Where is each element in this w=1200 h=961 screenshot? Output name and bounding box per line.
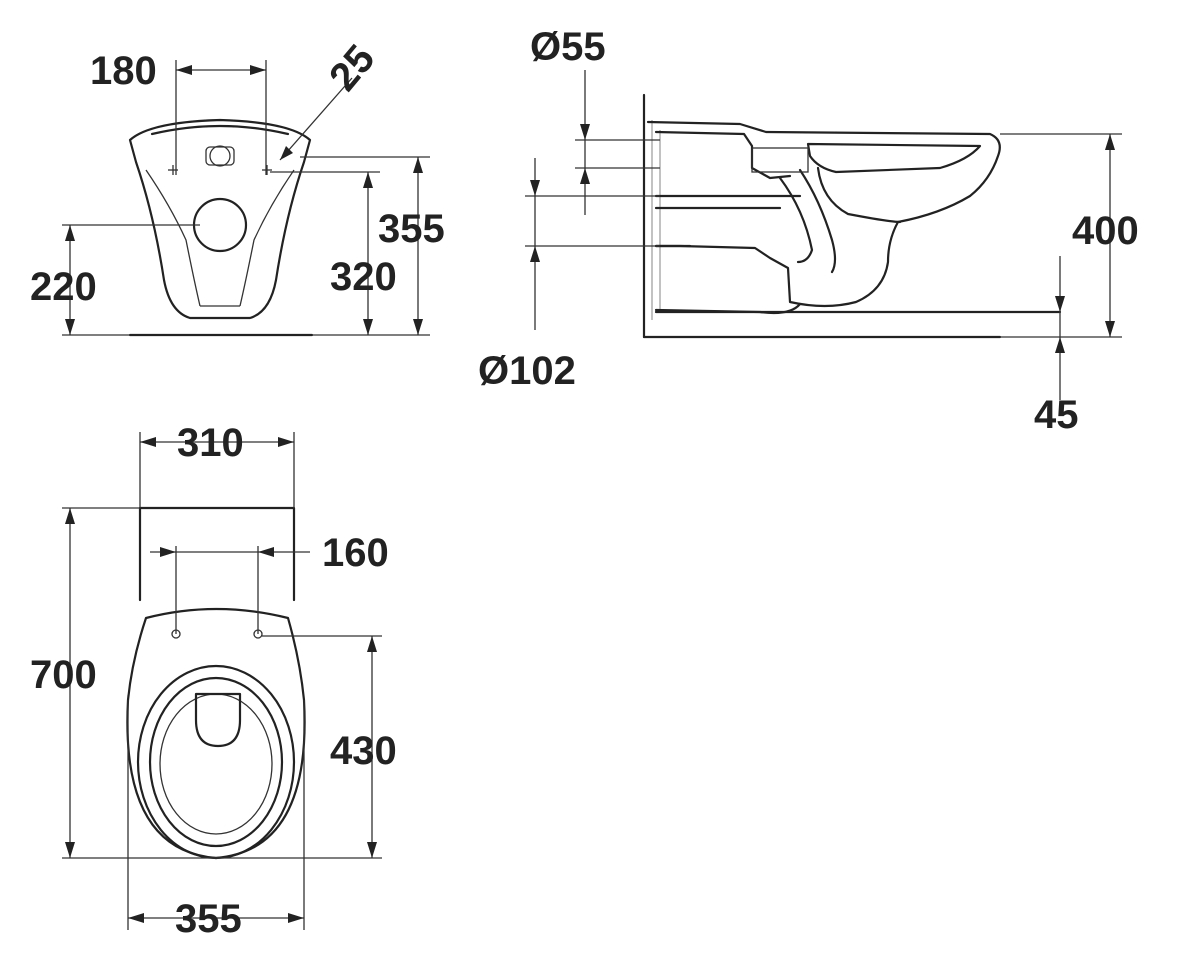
top-dim-310: 310: [177, 421, 244, 465]
side-dim-d102: Ø102: [478, 349, 576, 393]
top-dim-430: 430: [330, 729, 397, 773]
front-view: 180 25 355 320 220: [30, 37, 445, 337]
top-dim-355: 355: [175, 897, 242, 941]
side-dim-d55: Ø55: [530, 25, 606, 69]
front-dim-220: 220: [30, 265, 97, 309]
side-dim-45: 45: [1034, 393, 1079, 437]
front-dim-320: 320: [330, 255, 397, 299]
top-view: 310 160 700 430 355: [30, 421, 397, 941]
top-dim-700: 700: [30, 653, 97, 697]
front-dim-355: 355: [378, 207, 445, 251]
side-view: Ø55 Ø102 400 45: [478, 25, 1139, 437]
front-dim-180: 180: [90, 49, 157, 93]
front-dim-25: 25: [321, 37, 383, 99]
side-dim-400: 400: [1072, 209, 1139, 253]
top-dim-160: 160: [322, 531, 389, 575]
